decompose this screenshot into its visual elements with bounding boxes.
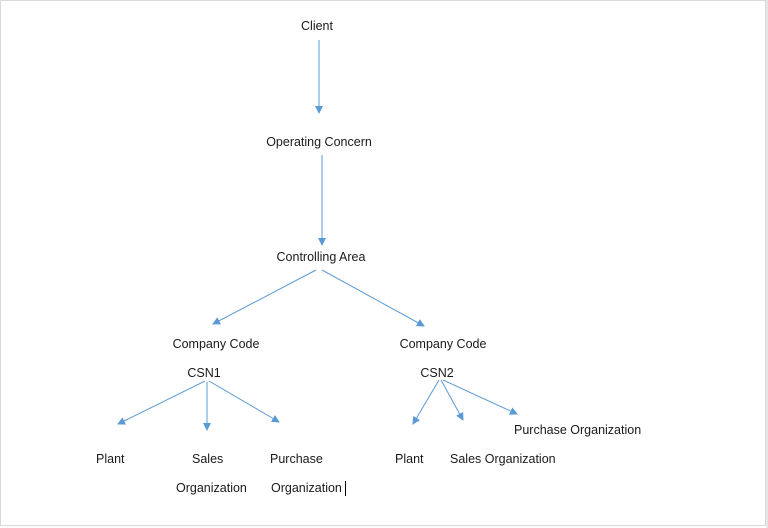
node-sales-organization-2: Sales Organization [450,452,556,466]
node-purchase-organization-2: Purchase Organization [514,423,642,437]
node-purchase-organization-1-line1: Purchase [270,452,323,466]
arrow-controlling-area-to-company-code-1 [212,269,317,325]
node-company-code-2: Company Code [399,337,487,351]
arrow-csn2-to-sales-organization [440,379,464,421]
node-client: Client [301,19,333,33]
node-controlling-area: Controlling Area [276,250,366,264]
page-edge [766,0,768,528]
arrow-csn2-to-plant [412,379,440,425]
node-csn1: CSN1 [187,366,221,380]
arrow-csn1-to-purchase-organization [208,380,280,423]
node-sales-organization-1-line1: Sales [192,452,224,466]
node-purchase-organization-1-line2: Organization [271,481,342,495]
node-sales-organization-1-line2: Organization [176,481,247,495]
node-company-code-1: Company Code [172,337,260,351]
text-cursor [345,481,346,496]
node-operating-concern: Operating Concern [266,135,372,149]
arrow-controlling-area-to-company-code-2 [321,269,425,327]
node-plant-1: Plant [96,452,125,466]
arrow-csn2-to-purchase-organization [442,379,518,415]
arrow-csn1-to-plant [117,380,206,425]
node-plant-2: Plant [395,452,424,466]
node-csn2: CSN2 [420,366,454,380]
